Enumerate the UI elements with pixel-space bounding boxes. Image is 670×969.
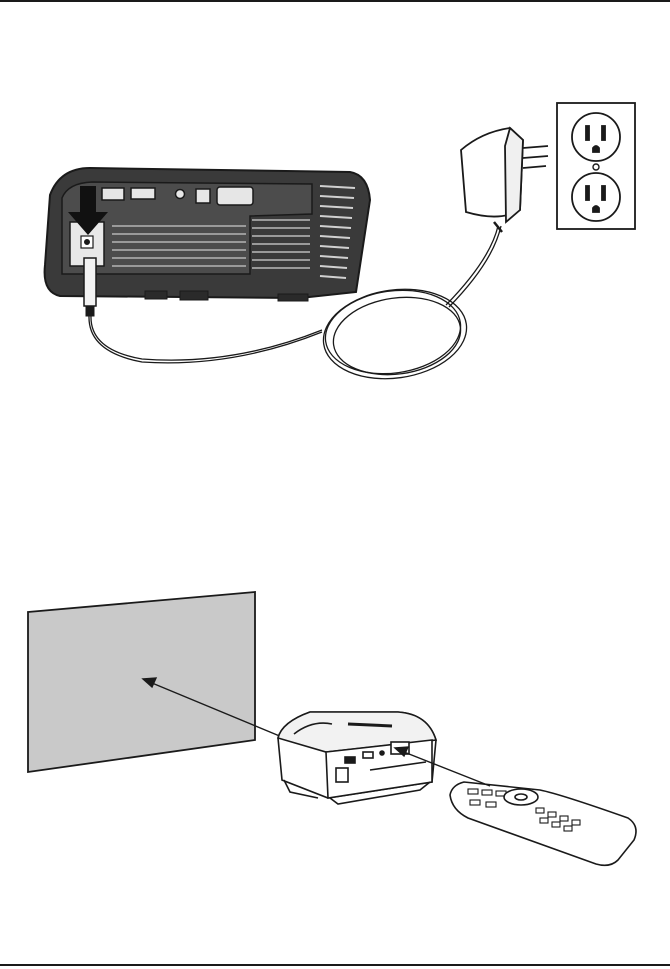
- audio-port-icon: [176, 190, 185, 199]
- wall-outlet: [557, 103, 635, 229]
- ir-sensor-icon: [196, 189, 210, 203]
- vga-port-icon: [217, 187, 253, 205]
- remote-control: [450, 782, 636, 865]
- dc-plug: [84, 258, 96, 316]
- projector-front-view: [278, 712, 436, 804]
- remote-to-projector-illustration: [0, 585, 670, 885]
- power-adapter: [461, 128, 548, 232]
- hdmi-port-icon: [131, 188, 155, 199]
- power-connection-illustration: [0, 95, 670, 415]
- usb-port-icon: [102, 188, 124, 200]
- projection-screen: [28, 592, 255, 772]
- bottom-rule: [0, 964, 670, 966]
- top-rule: [0, 0, 670, 2]
